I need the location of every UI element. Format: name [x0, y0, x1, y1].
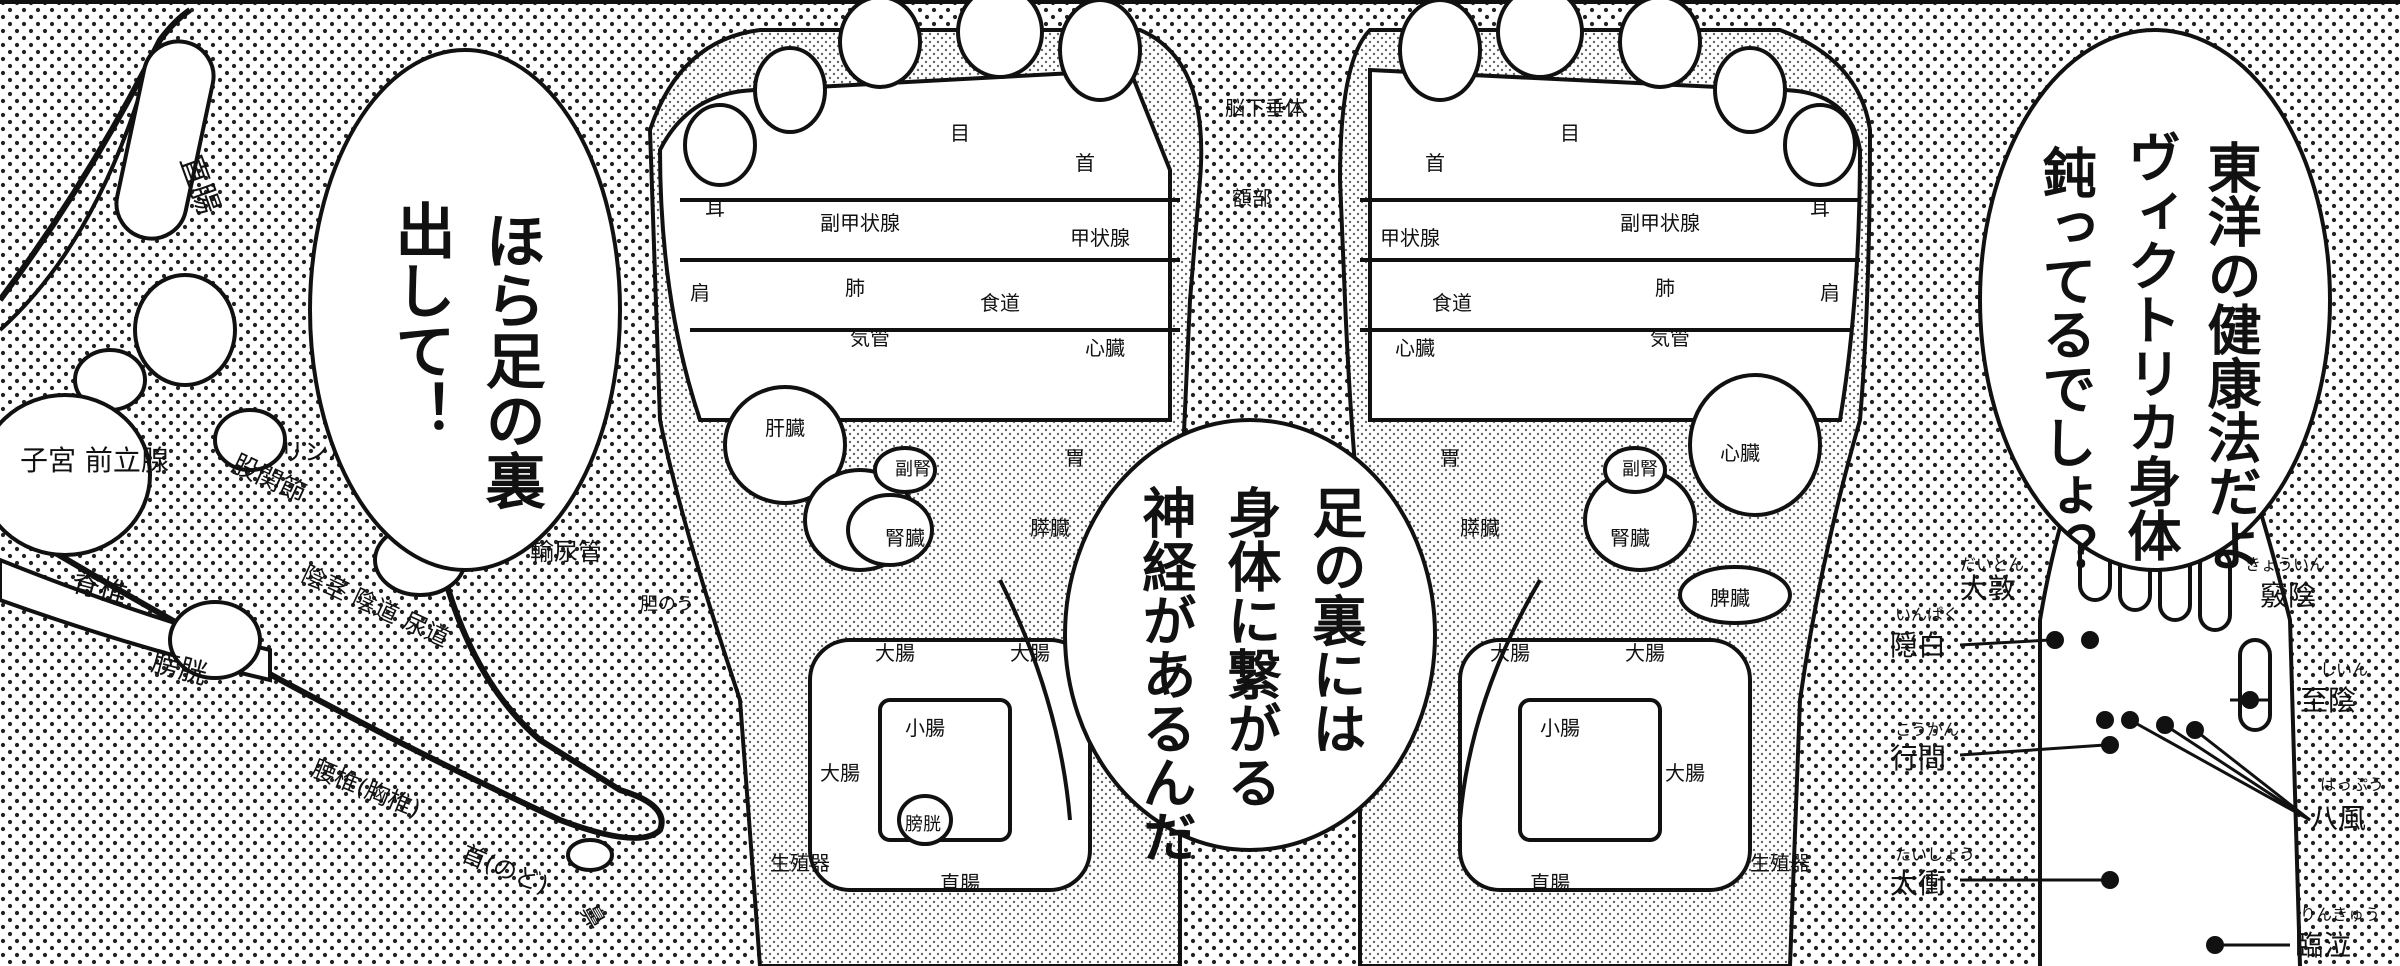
label-parathyroid-right: 副甲状腺: [1620, 211, 1700, 235]
label-pancreas-right: 膵臓: [1460, 516, 1500, 540]
kana-taisho: たいしょう: [1895, 845, 1975, 864]
label-colon-right-c: 大腸: [1665, 761, 1705, 785]
right-sole-diagram: [1337, 0, 1873, 966]
label-lung-right: 肺: [1655, 276, 1675, 300]
label-reproductive-left: 生殖器: [770, 851, 830, 875]
label-parathyroid-left: 副甲状腺: [820, 211, 900, 235]
label-rectum-left: 直腸: [940, 871, 980, 895]
label-ureter: 輸尿管: [530, 538, 602, 566]
label-kyoin: 竅陰: [2260, 579, 2316, 612]
bubble-left-line-1: ほら足の裏: [475, 210, 545, 510]
side-foot-diagram: [0, 7, 665, 872]
label-ear-left: 耳: [705, 196, 725, 220]
label-thyroid-right: 甲状腺: [1380, 226, 1440, 250]
label-neck-right: 首: [1425, 151, 1445, 175]
label-daiton: 大敦: [1960, 572, 2016, 605]
bubble-right-line-3: 鈍ってるでしょ？: [2033, 145, 2097, 577]
speech-bubble-center: 足の裏には 身体に繋がる 神経があるんだ: [1063, 418, 1437, 863]
left-sole-diagram: [647, 0, 1204, 966]
label-uterus: 子宮 前立腺: [20, 444, 169, 477]
label-thyroid-left: 甲状腺: [1070, 226, 1130, 250]
label-trachea-right: 気管: [1650, 326, 1690, 350]
label-esophagus-left: 食道: [980, 291, 1020, 315]
bubble-center-line-3: 神経があるんだ: [1133, 485, 1197, 863]
label-colon-left-b: 大腸: [1010, 641, 1050, 665]
label-trachea-left: 気管: [850, 326, 890, 350]
label-forehead: 額部: [1232, 186, 1272, 210]
label-kidney-left: 腎臓: [885, 526, 925, 550]
label-adrenal-left: 副腎: [895, 459, 931, 480]
kana-happu: はっぷう: [2320, 775, 2384, 794]
label-neck-left: 首: [1075, 151, 1095, 175]
label-gallbladder: 胆のう: [640, 594, 694, 615]
kana-shiin: しいん: [2320, 660, 2368, 679]
kana-kyoin: きょういん: [2245, 555, 2325, 574]
kana-rinkyu: りんきゅう: [2300, 905, 2380, 924]
label-eye-left: 目: [950, 121, 970, 145]
label-ear-right: 耳: [1810, 196, 1830, 220]
label-lung-left: 肺: [845, 276, 865, 300]
label-pituitary: 脳下垂体: [1225, 96, 1305, 120]
label-liver: 肝臓: [765, 416, 805, 440]
label-colon-left-a: 大腸: [875, 641, 915, 665]
label-kidney-right: 腎臓: [1610, 526, 1650, 550]
label-happu: 八風: [2310, 802, 2366, 835]
label-shoulder-right: 肩: [1820, 281, 1840, 305]
label-taisho: 太衝: [1890, 867, 1946, 900]
bubble-center-line-2: 身体に繋がる: [1218, 485, 1282, 809]
label-shoulder-left: 肩: [690, 281, 710, 305]
bubble-right-line-2: ヴィクトリカ身体: [2118, 130, 2182, 562]
label-rectum-right: 直腸: [1530, 871, 1570, 895]
bubble-center-line-1: 足の裏には: [1303, 485, 1367, 755]
label-heart-right: 心臓: [1395, 336, 1435, 360]
label-heart-big: 心臓: [1720, 441, 1760, 465]
label-colon-right-a: 大腸: [1490, 641, 1530, 665]
acupoint-labels: いんぱく 隠白 こうかん 行間 たいしょう 太衝 だいとん 大敦 きょういん 竅…: [1890, 555, 2384, 962]
label-colon-right-b: 大腸: [1625, 641, 1665, 665]
label-small-intestine-right: 小腸: [1540, 716, 1580, 740]
speech-bubble-left: ほら足の裏 出して！: [308, 48, 622, 572]
label-esophagus-right: 食道: [1432, 291, 1472, 315]
label-bladder-sole: 膀胱: [905, 814, 941, 835]
label-eye-right: 目: [1560, 121, 1580, 145]
label-shiin: 至陰: [2300, 684, 2356, 717]
acupoint-leaders: [1959, 638, 2311, 947]
bubble-left-line-2: 出して！: [385, 200, 455, 440]
label-rinkyu: 臨泣: [2295, 929, 2351, 962]
label-spleen: 脾臓: [1710, 586, 1750, 610]
sole-reflex-labels: 脳下垂体 額部 目 目 耳 耳 首 首 甲状腺 甲状腺 副甲状腺 副甲状腺 肺 …: [640, 96, 1840, 895]
kana-inpaku: いんぱく: [1895, 605, 1959, 624]
label-adrenal-right: 副腎: [1622, 459, 1658, 480]
label-stomach-right: 胃: [1440, 446, 1460, 470]
kana-daiton: だいとん: [1960, 555, 2024, 574]
speech-bubble-right: 東洋の健康法だよ ヴィクトリカ身体 鈍ってるでしょ？: [1978, 28, 2332, 577]
label-heart-left: 心臓: [1085, 336, 1125, 360]
label-kokan: 行間: [1890, 742, 1946, 775]
label-small-intestine-left: 小腸: [905, 716, 945, 740]
label-stomach-left: 胃: [1065, 446, 1085, 470]
label-colon-left-c: 大腸: [820, 761, 860, 785]
label-inpaku: 隠白: [1890, 629, 1946, 662]
kana-kokan: こうかん: [1895, 720, 1959, 739]
label-reproductive-right: 生殖器: [1750, 851, 1810, 875]
bubble-right-line-1: 東洋の健康法だよ: [2198, 140, 2262, 572]
label-pancreas-left: 膵臓: [1030, 516, 1070, 540]
